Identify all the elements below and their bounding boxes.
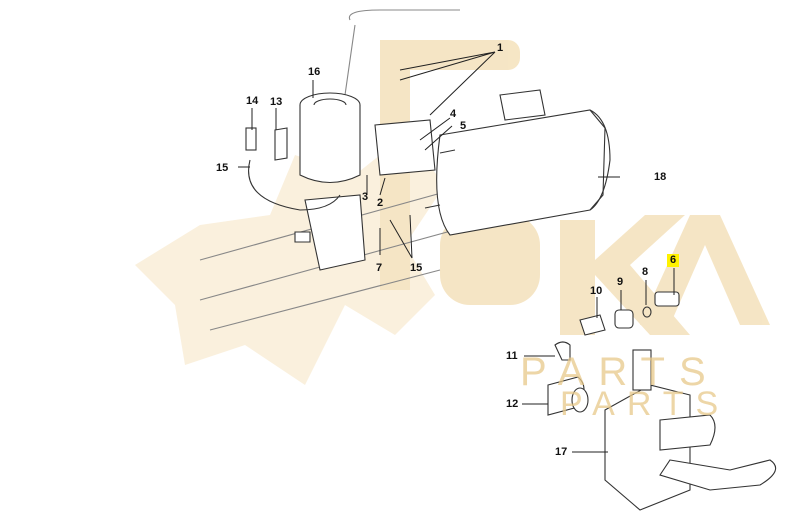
callout-14[interactable]: 14	[246, 95, 259, 107]
part-17-valve	[604, 349, 777, 511]
callout-4[interactable]: 4	[450, 108, 457, 120]
watermark-lettering: PARTS PARTS	[520, 350, 730, 423]
callout-17[interactable]: 17	[555, 446, 568, 458]
callout-9[interactable]: 9	[617, 276, 624, 288]
callout-18[interactable]: 18	[654, 171, 667, 183]
callout-12[interactable]: 12	[506, 398, 519, 410]
callout-15-washers[interactable]: 15	[410, 262, 423, 274]
part-16-reservoir	[299, 92, 361, 183]
part-18-starter	[424, 89, 611, 236]
callout-10[interactable]: 10	[590, 285, 603, 297]
callout-1[interactable]: 1	[497, 42, 504, 54]
callout-13[interactable]: 13	[270, 96, 283, 108]
callout-15-wire[interactable]: 15	[216, 162, 229, 174]
watermark-text-parts-2: PARTS	[560, 385, 730, 423]
callout-3[interactable]: 3	[362, 191, 369, 203]
callout-6-highlighted[interactable]: 6	[667, 254, 680, 267]
callout-16[interactable]: 16	[308, 66, 321, 78]
callout-5[interactable]: 5	[460, 120, 467, 132]
watermark-text-parts-1: PARTS	[520, 350, 720, 394]
callout-7[interactable]: 7	[376, 262, 383, 274]
callout-11[interactable]: 11	[506, 350, 518, 362]
callout-8[interactable]: 8	[642, 266, 649, 278]
callout-2[interactable]: 2	[377, 197, 384, 209]
